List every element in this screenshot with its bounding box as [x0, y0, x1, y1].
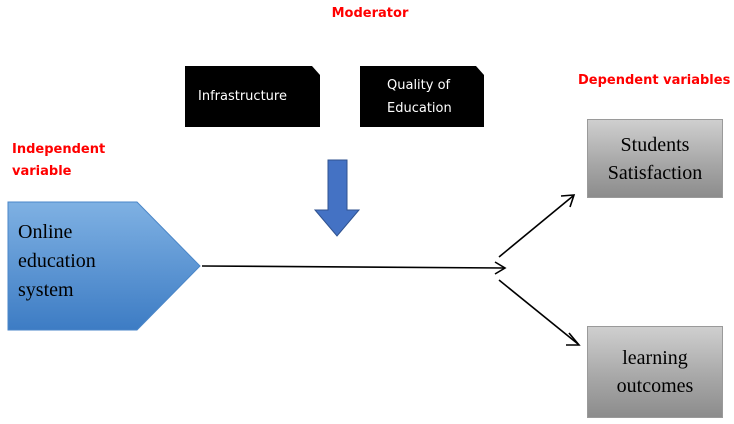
satisfaction-line-1: Students	[620, 133, 690, 156]
main-arrowhead	[494, 261, 507, 275]
learning-outcomes-box: learning outcomes	[587, 326, 723, 418]
infrastructure-text: Infrastructure	[198, 89, 287, 104]
source-line-1: Online	[18, 221, 73, 243]
students-satisfaction-box: Students Satisfaction	[587, 119, 723, 198]
source-line-2: education	[18, 250, 96, 272]
moderator-down-arrow	[313, 159, 361, 237]
independent-variable-label: Independent variable	[12, 142, 106, 179]
quality-line-2: Education	[387, 100, 452, 116]
learning-line-1: learning	[622, 347, 688, 369]
online-education-label: Online education system	[18, 218, 168, 305]
infrastructure-box: Infrastructure	[185, 66, 320, 127]
moderator-label: Moderator	[331, 6, 409, 21]
quality-of-education-box: Quality of Education	[360, 66, 484, 127]
quality-line-1: Quality of	[387, 77, 451, 93]
satisfaction-line-2: Satisfaction	[607, 161, 703, 184]
source-line-3: system	[18, 279, 74, 301]
satisfaction-arrowhead	[560, 194, 576, 208]
outcomes-arrowhead	[566, 332, 581, 346]
branch-to-satisfaction	[498, 195, 574, 258]
branch-to-outcomes	[498, 279, 579, 345]
dependent-variables-label: Dependent variables	[578, 73, 731, 88]
online-education-shape	[7, 201, 201, 331]
learning-line-2: outcomes	[616, 375, 694, 397]
main-connector-line	[201, 265, 505, 269]
